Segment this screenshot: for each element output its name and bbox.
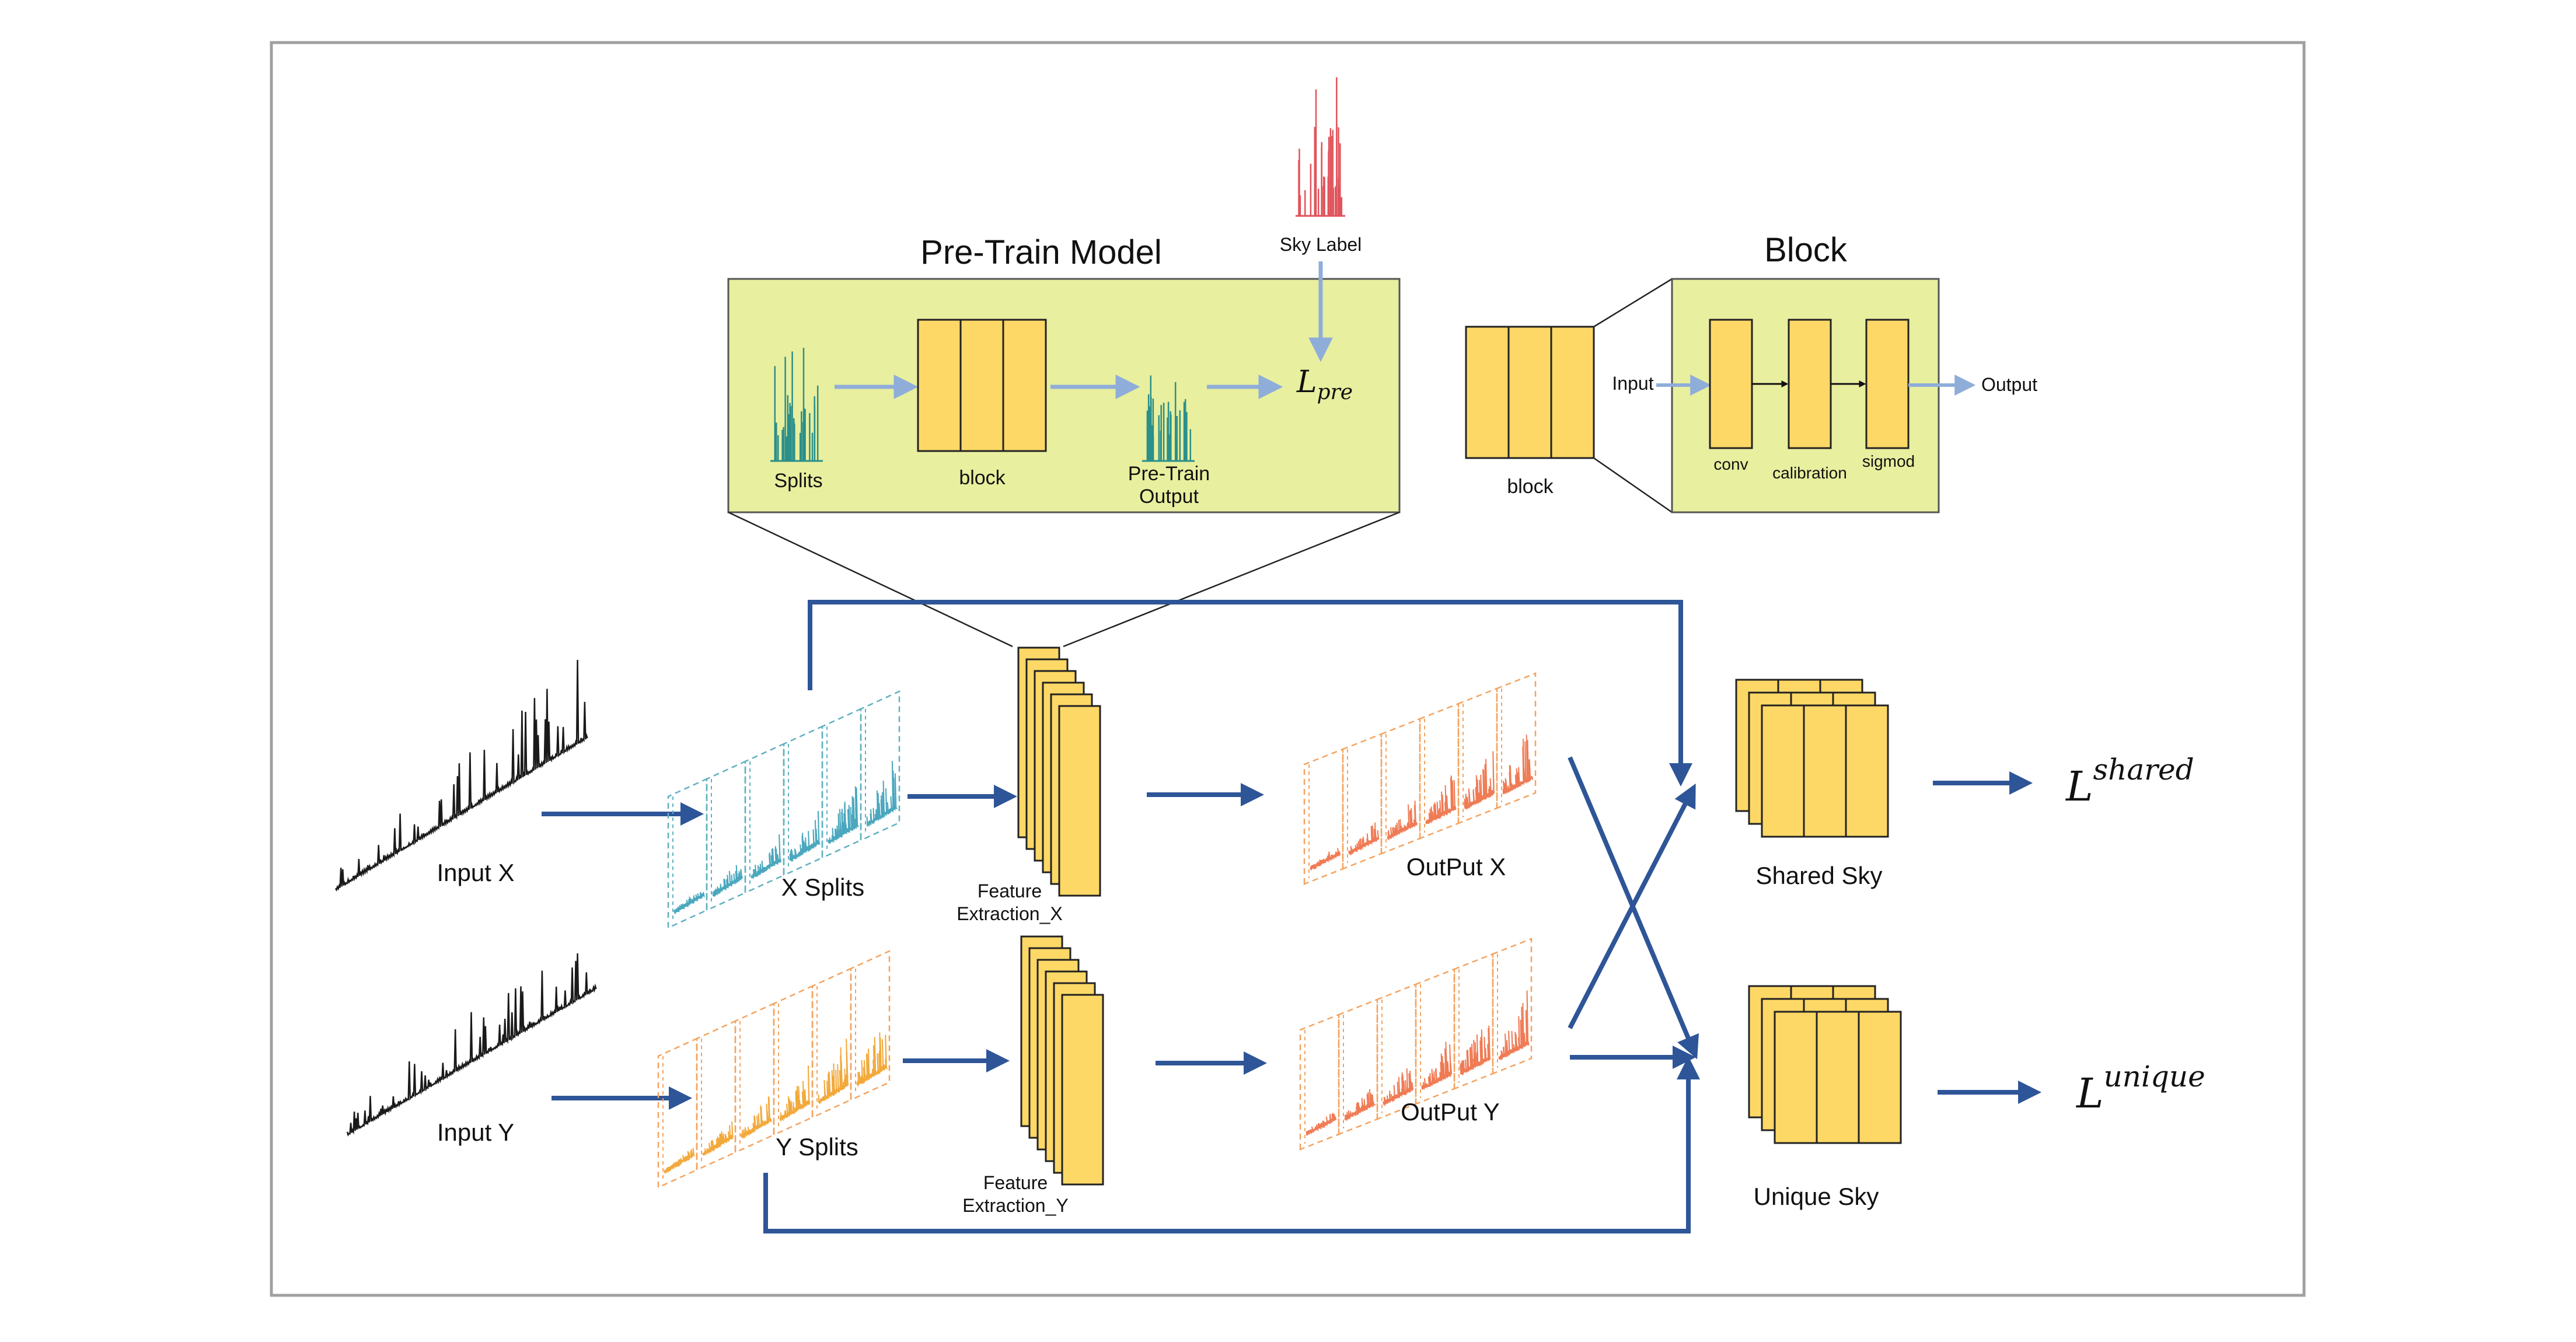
- calibration-box: [1788, 319, 1832, 449]
- input-y-spectrum: [346, 953, 597, 1137]
- sigmod-label: sigmod: [1862, 452, 1915, 470]
- loss-pre: Lpre: [1296, 365, 1353, 404]
- conv-box: [1709, 319, 1753, 449]
- block-detail-title: Block: [1764, 231, 1848, 269]
- output-y-group: [1299, 938, 1533, 1151]
- loss-unique: Lunique: [2075, 1060, 2205, 1117]
- feature-x-label-line2: Extraction_X: [957, 903, 1062, 924]
- small-block: [1465, 326, 1595, 459]
- unique-sky-label: Unique Sky: [1754, 1183, 1879, 1210]
- input-x-label: Input X: [437, 859, 514, 886]
- block-detail: Block block Input conv calibration sigmo…: [1465, 231, 2037, 513]
- output-x-label: OutPut X: [1406, 853, 1506, 880]
- splits-spectrum: [770, 348, 823, 462]
- feature-x-label-line1: Feature: [978, 880, 1042, 901]
- bypass-arrow-y-splits-to-unique: [763, 1056, 1700, 1233]
- feature-extraction-y-stack: [1020, 935, 1104, 1186]
- unique-sky-stack: [1748, 985, 1902, 1144]
- bypass-arrow-x-splits-to-shared: [808, 600, 1692, 787]
- arrow-output-y-to-shared: [1568, 783, 1696, 1029]
- shared-sky-label: Shared Sky: [1755, 862, 1882, 889]
- pretrain-panel-box: [727, 278, 1401, 513]
- pretrain-panel: Pre-Train Model Splits block Pre-Train O…: [727, 233, 1401, 513]
- x-splits-group: [667, 690, 900, 929]
- input-y-label: Input Y: [437, 1119, 514, 1146]
- pretrain-output-label-line1: Pre-Train: [1128, 463, 1210, 485]
- zoom-line-top: [1593, 278, 1673, 328]
- pretrain-output-label-line2: Output: [1139, 485, 1199, 508]
- feature-y-label-line1: Feature: [983, 1172, 1048, 1193]
- output-y-label: OutPut Y: [1401, 1098, 1500, 1126]
- sky-label: Sky Label: [1280, 234, 1362, 255]
- pretrain-block: [917, 319, 1047, 452]
- zoom-line-pretrain-right: [1063, 511, 1400, 648]
- output-x-group: [1303, 672, 1537, 885]
- y-splits-label: Y Splits: [776, 1133, 858, 1161]
- y-splits-group: [657, 950, 891, 1189]
- outer-frame: [270, 41, 2306, 1297]
- block-input-label: Input: [1612, 373, 1653, 394]
- splits-label: Splits: [774, 470, 822, 492]
- small-block-label: block: [1507, 476, 1554, 498]
- loss-shared: Lshared: [2065, 753, 2194, 810]
- conv-label: conv: [1713, 455, 1748, 473]
- feature-extraction-x-stack: [1017, 646, 1101, 897]
- pretrain-title: Pre-Train Model: [920, 233, 1162, 271]
- shared-sky-stack: [1735, 679, 1889, 838]
- feature-y-label-line2: Extraction_Y: [962, 1195, 1068, 1216]
- pretrain-output-spectrum: [1142, 375, 1195, 462]
- block-output-label: Output: [1981, 374, 2037, 395]
- sigmod-box: [1865, 319, 1910, 449]
- zoom-line-pretrain-left: [728, 511, 1013, 648]
- zoom-line-bottom: [1593, 457, 1673, 513]
- x-splits-label: X Splits: [781, 873, 864, 901]
- sky-label-spectrum: [1296, 77, 1345, 217]
- calibration-label: calibration: [1772, 464, 1847, 482]
- input-x-spectrum: [334, 659, 588, 892]
- pretrain-block-label: block: [959, 467, 1006, 489]
